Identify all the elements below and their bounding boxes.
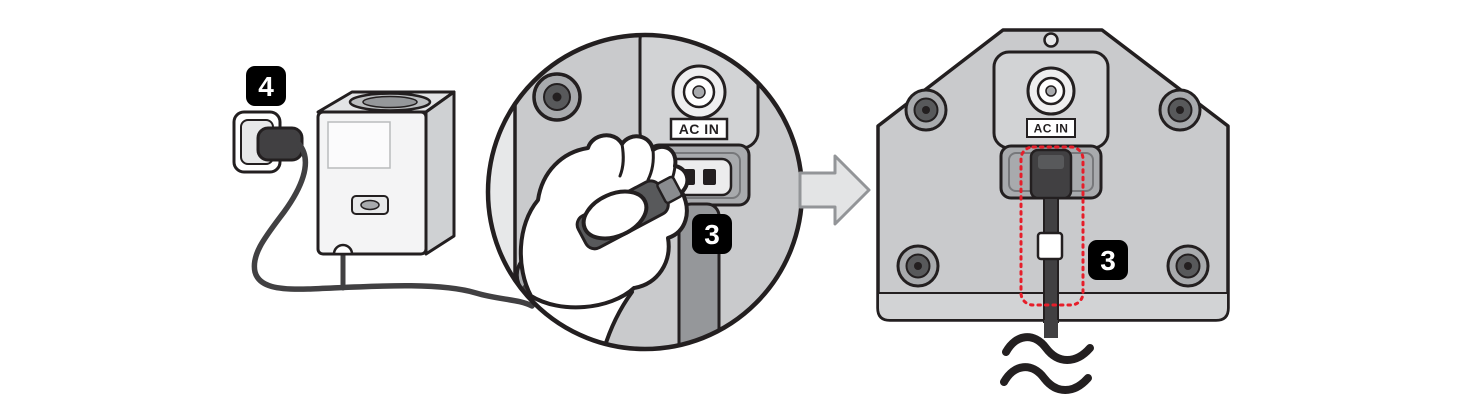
panel-screw-top-right xyxy=(1158,88,1202,132)
ac-in-label-box xyxy=(1026,118,1076,138)
step-badge-3-box xyxy=(1088,240,1128,280)
panel-ac-in-label: AC IN xyxy=(1026,118,1076,138)
finger-line-1 xyxy=(618,142,625,178)
screw-center xyxy=(1176,106,1184,114)
thumb xyxy=(581,189,649,241)
panel-round-connector-icon xyxy=(1026,66,1076,116)
plug-tip xyxy=(656,175,683,205)
panel-screw-bottom-right xyxy=(1166,244,1210,288)
ac-in-label-text: AC IN xyxy=(1034,122,1069,136)
step-badge-3-box xyxy=(692,214,732,254)
zoom-screw-top-left xyxy=(532,72,582,122)
panel-screw-bottom-left xyxy=(896,244,940,288)
connector-pin xyxy=(1045,85,1057,97)
ac-in-label-box xyxy=(669,117,729,141)
panel-screw-hole xyxy=(1043,32,1059,48)
ac-in-label-text: AC IN xyxy=(679,121,720,137)
zoom-contents: AC IN xyxy=(488,35,802,349)
cable-slack-squiggle xyxy=(1000,320,1094,394)
squiggle-line-2 xyxy=(1000,363,1092,394)
connector-pin xyxy=(692,85,706,99)
squiggle-line-1 xyxy=(1002,333,1094,364)
inserted-plug-detail xyxy=(1038,155,1064,169)
front-label-area xyxy=(327,121,391,169)
front-port-hole xyxy=(360,199,380,211)
power-plug-icon xyxy=(256,126,304,162)
screw-center xyxy=(552,92,562,102)
panel-ac-inlet-socket xyxy=(999,144,1103,200)
step-badge-4: 4 xyxy=(246,66,286,106)
step-badge-3-number: 3 xyxy=(1100,245,1116,276)
step-badge-3-zoom: 3 xyxy=(692,214,732,254)
screw-center xyxy=(922,106,930,114)
speaker-device-icon xyxy=(316,90,456,256)
cable-exit xyxy=(1044,320,1058,338)
cable-notch xyxy=(332,243,354,256)
outlet-and-device-group: 4 xyxy=(232,66,535,309)
finger-line-2 xyxy=(646,148,655,182)
bottom-panel-group: AC IN 3 xyxy=(876,28,1230,394)
device-side-face xyxy=(424,90,456,256)
routing-highlight-box xyxy=(1019,145,1085,307)
step-badge-4-number: 4 xyxy=(258,71,274,102)
inlet-hole-right xyxy=(703,169,716,185)
step-badge-3-number: 3 xyxy=(704,219,720,250)
zoom-circle-group: AC IN xyxy=(485,32,805,352)
zoom-ac-in-label: AC IN xyxy=(669,117,729,141)
step-badge-4-box xyxy=(246,66,286,106)
screw-center xyxy=(914,262,922,270)
panel-screw-top-left xyxy=(904,88,948,132)
zoom-round-connector-icon xyxy=(671,64,727,120)
transition-arrow-icon xyxy=(798,154,871,226)
screw-center xyxy=(1184,262,1192,270)
top-speaker-cone xyxy=(362,95,418,109)
cable-clip xyxy=(1036,231,1064,261)
step-badge-3-panel: 3 xyxy=(1088,240,1128,280)
power-cord xyxy=(251,141,535,309)
